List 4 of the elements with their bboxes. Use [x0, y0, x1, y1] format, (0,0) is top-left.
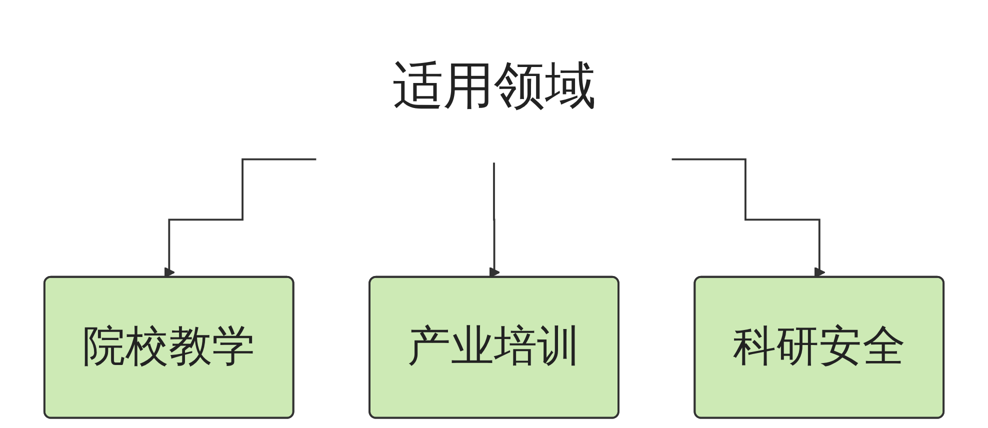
arrow [164, 158, 316, 278]
arrow [672, 158, 826, 278]
node-text: 适用领域 [392, 57, 596, 116]
arrow [489, 162, 500, 278]
